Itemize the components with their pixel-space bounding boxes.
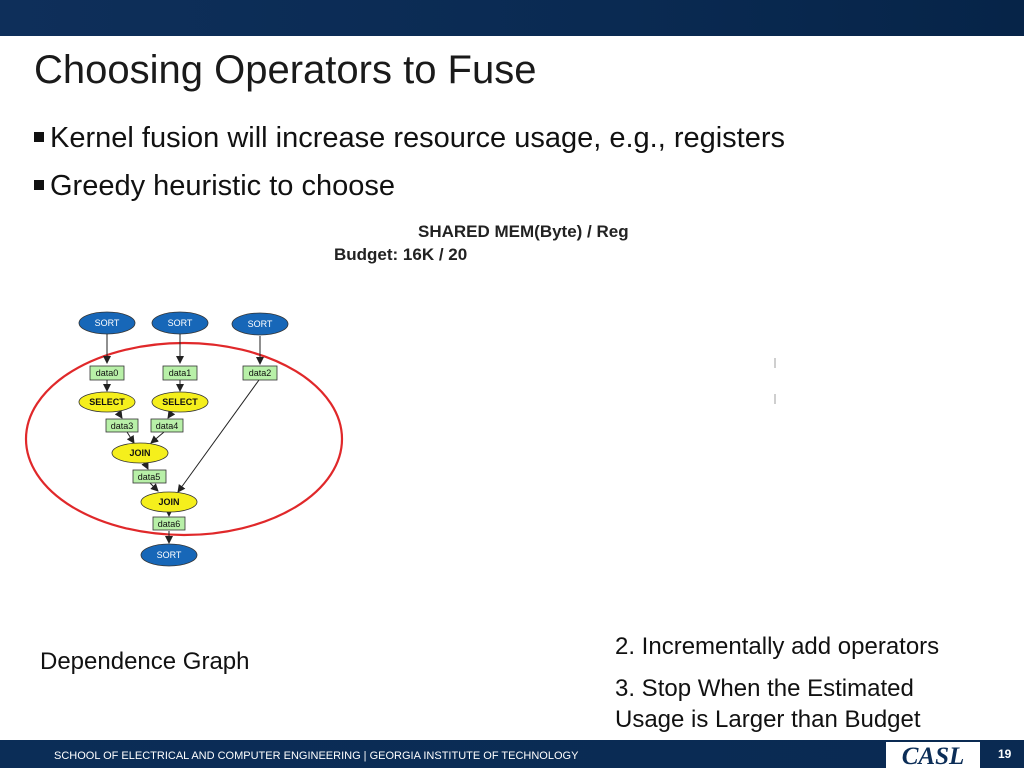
sort-node-output: SORT xyxy=(140,543,198,567)
data-node-5: data5 xyxy=(132,469,167,484)
data-node-4-label: data4 xyxy=(156,421,179,431)
data-node-2: data2 xyxy=(242,365,278,381)
square-bullet-icon xyxy=(34,132,44,143)
data-node-3: data3 xyxy=(105,418,139,433)
bullet-text-2: Greedy heuristic to choose xyxy=(50,170,395,202)
join-node-2-label: JOIN xyxy=(158,497,179,507)
bullet-item-1: Kernel fusion will increase resource usa… xyxy=(34,122,785,155)
data-node-1-label: data1 xyxy=(169,368,192,378)
sort-node-a: SORT xyxy=(78,311,136,335)
select-node-a: SELECT xyxy=(78,391,136,413)
fusion-boundary-ellipse xyxy=(24,341,344,537)
bullet-text-1: Kernel fusion will increase resource usa… xyxy=(50,122,786,154)
edge-select-a-data3 xyxy=(114,409,123,419)
page-number: 19 xyxy=(998,747,1012,761)
edge-data3-join1 xyxy=(126,431,135,444)
data-node-5-label: data5 xyxy=(138,472,161,482)
sort-node-c: SORT xyxy=(231,312,289,336)
data-node-0-label: data0 xyxy=(96,368,119,378)
join-node-1-label: JOIN xyxy=(129,448,150,458)
data-node-6-label: data6 xyxy=(158,519,181,529)
graph-caption: Dependence Graph xyxy=(40,648,250,675)
budget-value: Budget: 16K / 20 xyxy=(334,245,468,264)
slide-title: Choosing Operators to Fuse xyxy=(34,48,537,92)
step-2-text: 2. Incrementally add operators xyxy=(615,633,940,660)
sort-node-b-label: SORT xyxy=(168,318,193,328)
edge-join1-data5 xyxy=(141,460,149,470)
bullet-item-2: Greedy heuristic to choose xyxy=(34,170,395,203)
edge-data2-join2 xyxy=(177,379,260,493)
data-node-0: data0 xyxy=(89,365,125,381)
budget-header: SHARED MEM(Byte) / Reg xyxy=(418,222,629,241)
step-3-line-1: 3. Stop When the Estimated xyxy=(615,675,914,702)
data-node-2-label: data2 xyxy=(249,368,272,378)
header-bar xyxy=(0,0,1024,36)
edge-data4-join1 xyxy=(150,431,165,444)
sort-node-c-label: SORT xyxy=(248,319,273,329)
data-node-6: data6 xyxy=(152,516,186,531)
graph-edges xyxy=(103,334,264,544)
footer-bar: SCHOOL OF ELECTRICAL AND COMPUTER ENGINE… xyxy=(0,740,1024,770)
join-node-2: JOIN xyxy=(140,491,198,513)
sort-node-output-label: SORT xyxy=(157,550,182,560)
step-3-text: 3. Stop When the Estimated Usage is Larg… xyxy=(615,673,921,735)
decorative-tick-mark xyxy=(774,358,776,368)
data-node-3-label: data3 xyxy=(111,421,134,431)
sort-node-b: SORT xyxy=(151,311,209,335)
edge-data5-join2 xyxy=(149,482,159,492)
select-node-b-label: SELECT xyxy=(162,397,198,407)
select-node-b: SELECT xyxy=(151,391,209,413)
dependence-graph: SORT SORT SORT data0 data1 data2 SELECT … xyxy=(24,311,344,567)
decorative-tick-mark xyxy=(774,394,776,404)
edge-select-b-data4 xyxy=(167,409,176,419)
data-node-4: data4 xyxy=(150,418,184,433)
sort-node-a-label: SORT xyxy=(95,318,120,328)
square-bullet-icon xyxy=(34,180,44,191)
step-3-line-2: Usage is Larger than Budget xyxy=(615,706,921,733)
casl-logo-text: CASL xyxy=(901,743,965,770)
data-node-1: data1 xyxy=(162,365,198,381)
select-node-a-label: SELECT xyxy=(89,397,125,407)
casl-logo: CASL xyxy=(886,742,980,770)
join-node-1: JOIN xyxy=(111,442,169,464)
footer-institution: SCHOOL OF ELECTRICAL AND COMPUTER ENGINE… xyxy=(54,750,579,762)
